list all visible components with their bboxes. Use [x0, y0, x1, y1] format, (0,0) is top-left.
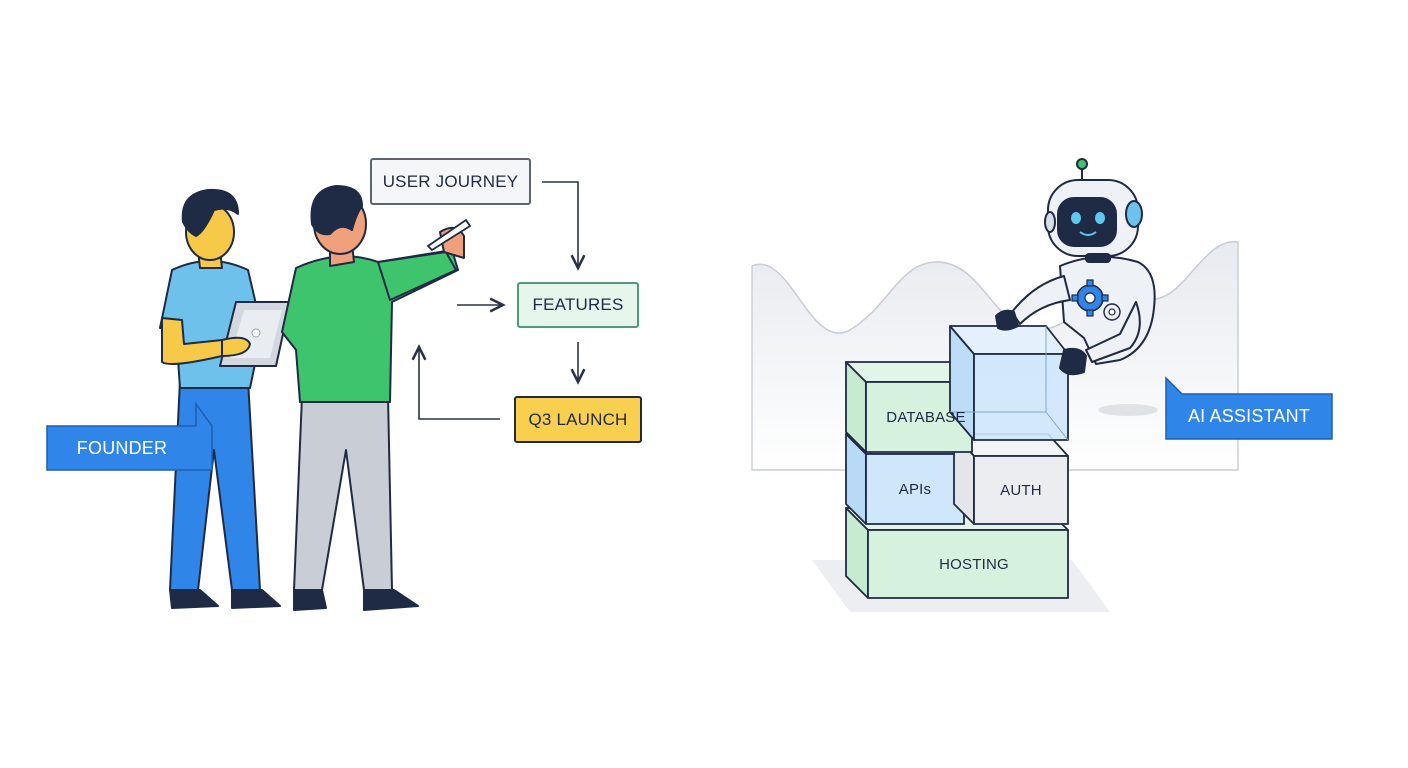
auth-text: AUTH — [1000, 481, 1042, 499]
founder-label: FOUNDER — [76, 437, 168, 458]
developer-person — [281, 185, 465, 611]
robot-shadow — [1098, 404, 1158, 416]
ai-assistant-label: AI ASSISTANT — [1187, 406, 1311, 426]
founder-hand — [221, 336, 252, 358]
gear-icon — [1071, 279, 1121, 321]
founder-person — [159, 188, 281, 609]
hosting-label: HOSTING — [868, 530, 1080, 598]
founder-tag: FOUNDER — [47, 426, 197, 470]
ai-assistant-tag: AI ASSISTANT — [1166, 394, 1332, 439]
features-label: FEATURES — [532, 295, 624, 314]
auth-label: AUTH — [974, 456, 1068, 524]
features-box: FEATURES — [517, 282, 639, 328]
user-journey-box: USER JOURNEY — [370, 158, 531, 205]
user-journey-label: USER JOURNEY — [382, 171, 519, 191]
hosting-text: HOSTING — [939, 555, 1009, 573]
q3-launch-label: Q3 LAUNCH — [528, 409, 628, 429]
flow-arrows — [411, 181, 586, 420]
apis-text: APIs — [898, 480, 932, 498]
database-block — [845, 361, 973, 453]
database-label: DATABASE — [866, 382, 986, 452]
founder-tag-shape — [46, 401, 213, 471]
apis-label: APIs — [866, 454, 964, 524]
ai-assistant-tag-shape — [1165, 376, 1333, 440]
database-text: DATABASE — [886, 408, 966, 426]
top-cube — [949, 325, 1069, 441]
q3-launch-box: Q3 LAUNCH — [514, 396, 642, 443]
pen-icon — [426, 218, 472, 252]
